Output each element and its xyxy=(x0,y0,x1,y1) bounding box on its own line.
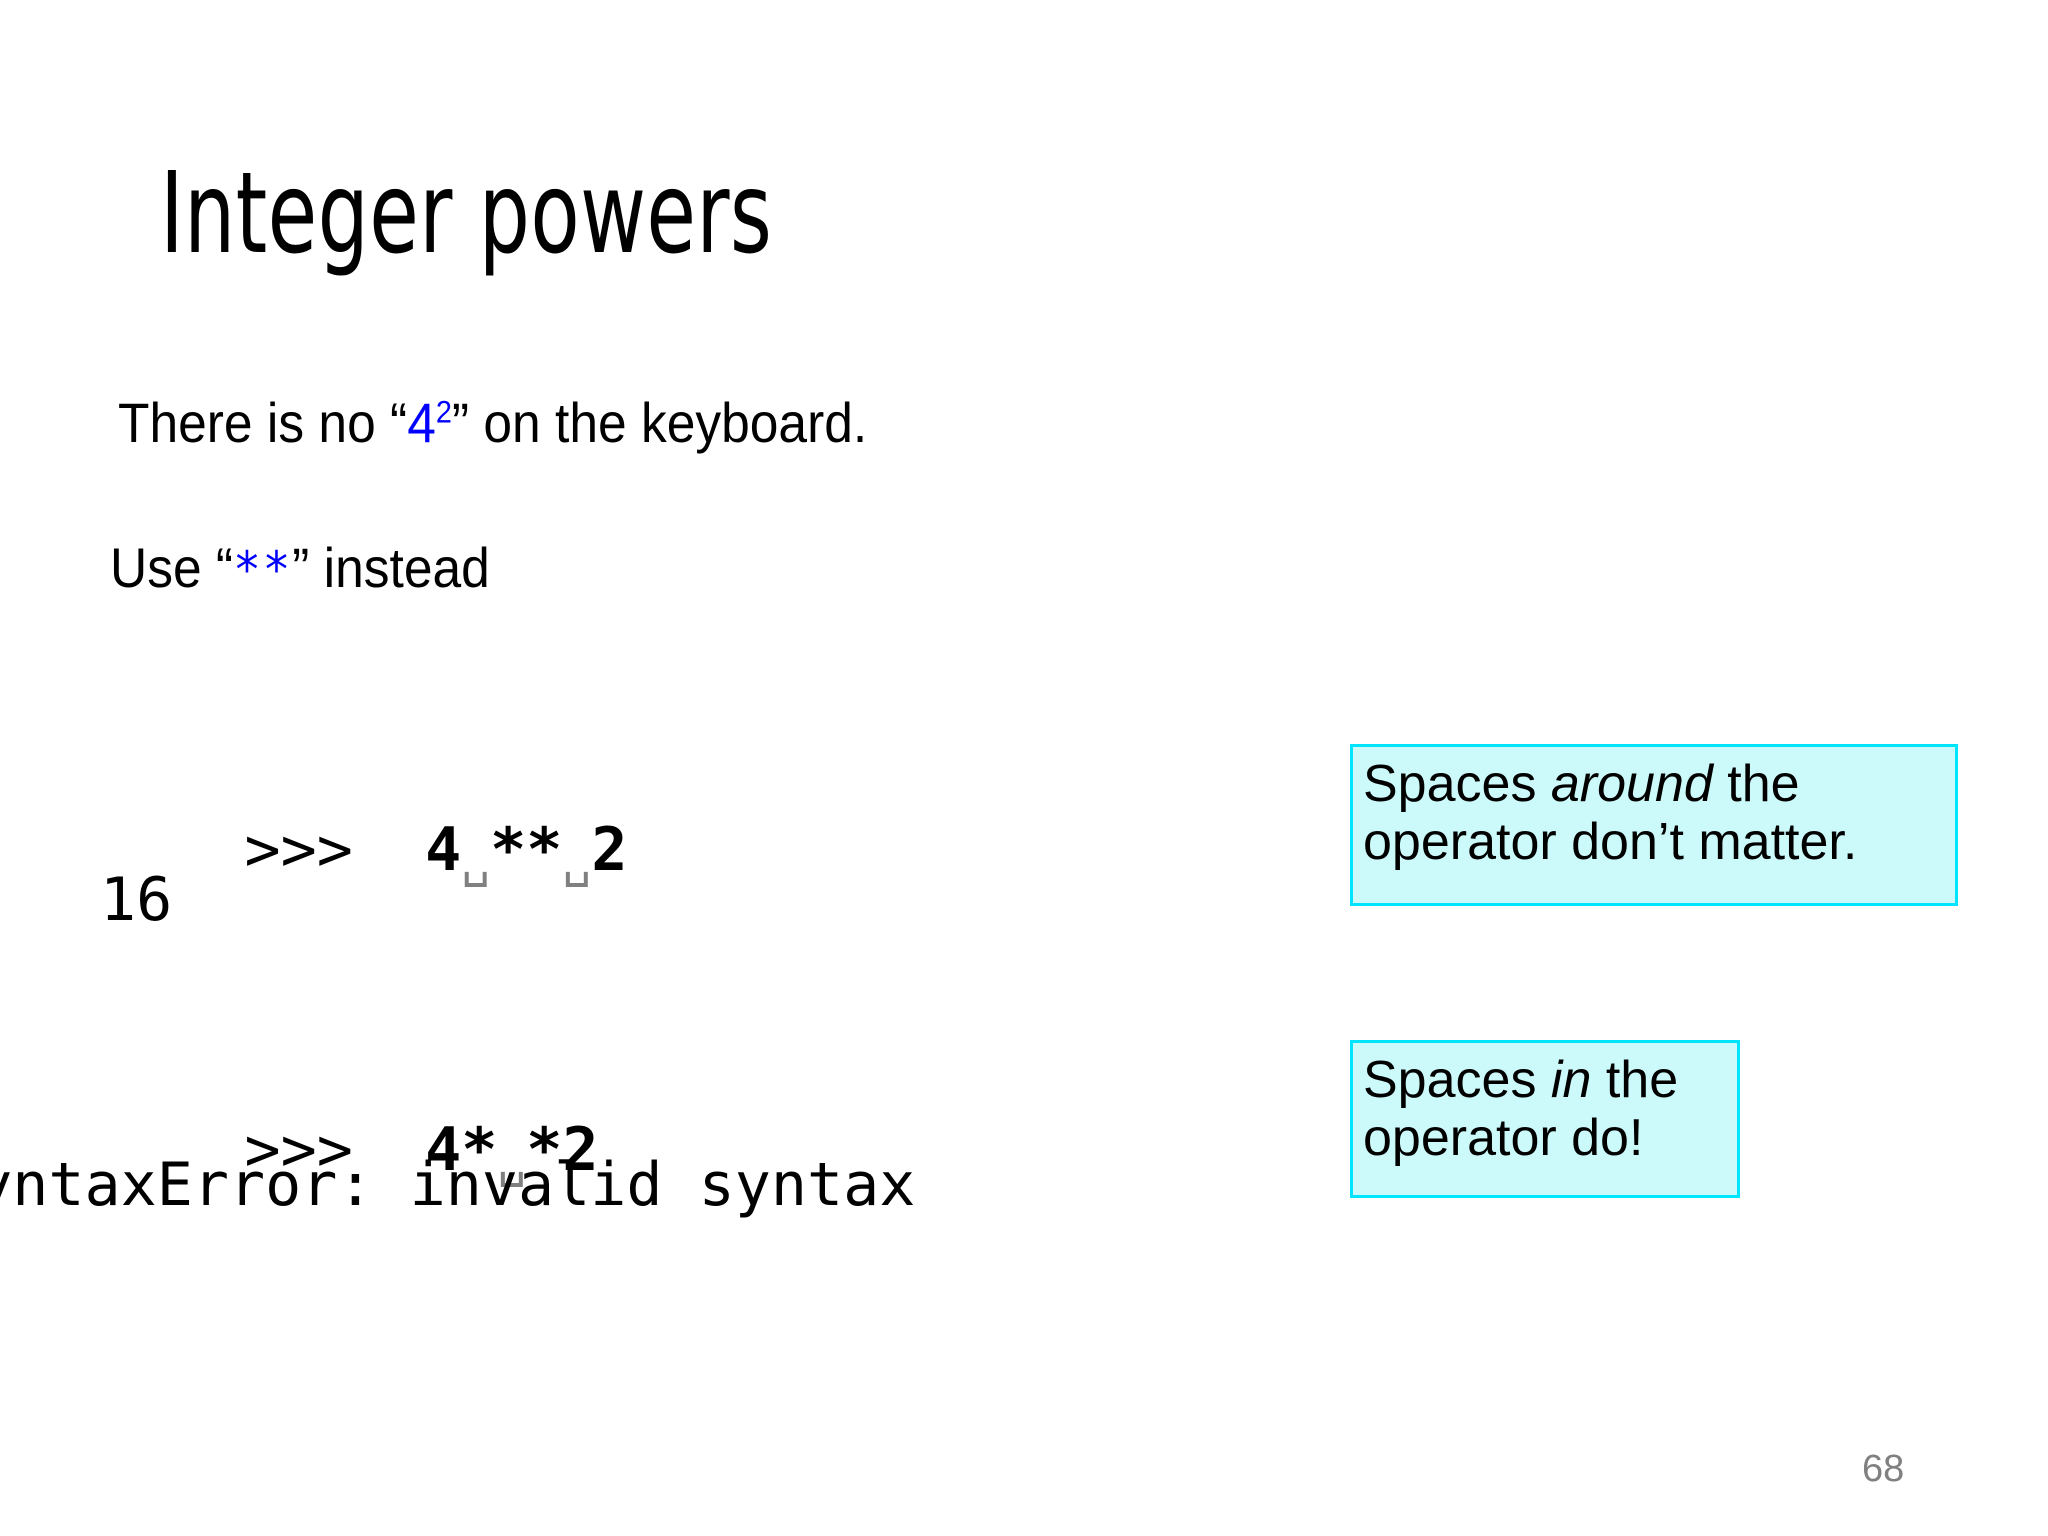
code-token-2-2: *2 xyxy=(526,1115,599,1185)
prose-line-use-double-star: Use “**” instead xyxy=(110,540,490,596)
space-marker-icon: ␣ xyxy=(562,831,592,888)
callout-1-before: Spaces xyxy=(1363,755,1551,813)
callout-1-after: the operator don’t matter. xyxy=(1363,755,1858,872)
callout-spaces-in: Spaces in the operator do! xyxy=(1350,1040,1740,1198)
page-title: Integer powers xyxy=(160,149,773,279)
callout-1-emphasis: around xyxy=(1550,755,1713,813)
inline-code-four: 4 xyxy=(407,391,436,454)
prose-line-no-superscript-key: There is no “42” on the keyboard. xyxy=(118,395,867,451)
code-token-1-2: ** xyxy=(490,815,563,885)
prose-line-2-before: Use “ xyxy=(110,536,234,599)
code-output-line-2-error: SyntaxError: invalid syntax xyxy=(0,1150,916,1220)
page-number: 68 xyxy=(1862,1448,1905,1490)
space-marker-icon: ␣ xyxy=(461,831,491,888)
callout-2-emphasis: in xyxy=(1550,1051,1592,1109)
prose-line-1-before: There is no “ xyxy=(118,391,408,454)
prose-line-1-after: ” on the keyboard. xyxy=(451,391,868,454)
prose-line-2-after: ” instead xyxy=(292,536,490,599)
code-output-line-1: 16 xyxy=(100,865,173,935)
code-token-1-0: 4 xyxy=(425,815,462,885)
code-token-2-0: 4* xyxy=(425,1115,498,1185)
inline-code-exponent-two: 2 xyxy=(435,394,452,430)
callout-spaces-around: Spaces around the operator don’t matter. xyxy=(1350,744,1958,906)
callout-2-after: the operator do! xyxy=(1363,1051,1679,1168)
inline-code-double-star: ** xyxy=(233,541,293,599)
code-input-line-1: >>> 4␣**␣2 xyxy=(100,760,628,940)
space-marker-icon: ␣ xyxy=(497,1131,527,1188)
prompt-symbol-2: >>> xyxy=(244,1115,353,1185)
code-token-1-4: 2 xyxy=(591,815,628,885)
callout-2-before: Spaces xyxy=(1363,1051,1551,1109)
code-input-line-2: >>> 4*␣*2 xyxy=(100,1060,599,1240)
prompt-symbol-1: >>> xyxy=(244,815,353,885)
